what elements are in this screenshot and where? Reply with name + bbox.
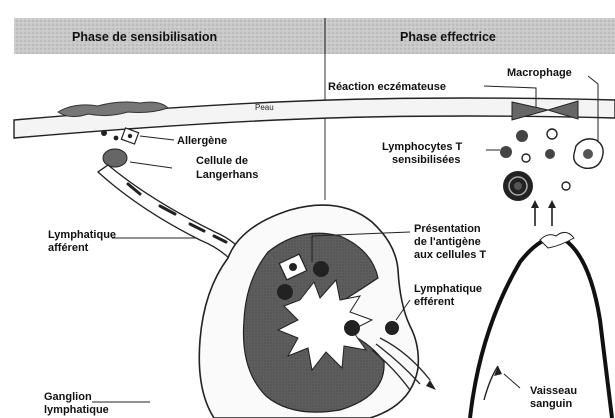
leader-vaisseau (504, 374, 520, 388)
ganglion-label-line2: lymphatique (44, 404, 109, 416)
allergen-dot (101, 130, 107, 136)
phase-sensibilisation-title: Phase de sensibilisation (72, 30, 217, 44)
reaction-label: Réaction eczémateuse (328, 81, 446, 93)
apc-nucleus (289, 263, 297, 271)
leader-allergene (140, 136, 174, 140)
t-cell-node (277, 284, 293, 300)
migration-arrow-head (531, 200, 539, 208)
langerhans-cell (103, 149, 127, 167)
sensitized-t-cell (547, 129, 557, 139)
sensitized-t-cell (500, 146, 512, 158)
leader-langerhans (130, 162, 172, 168)
presentation-label-line3: aux cellules T (414, 249, 486, 261)
lymph-eff-label-line1: Lymphatique (414, 283, 482, 295)
lymph-aff-label-line2: afférent (48, 242, 89, 254)
t-cell-efferent (385, 321, 399, 335)
vaisseau-label-line1: Vaisseau (530, 385, 577, 397)
allergene-label: Allergène (177, 135, 227, 147)
vaisseau-label-line2: sanguin (530, 398, 572, 410)
t-cell-node (313, 261, 329, 277)
allergen-dot (114, 136, 119, 141)
t-cell-node (344, 320, 360, 336)
langerhans-label-line1: Cellule de (196, 155, 248, 167)
lymph-aff-label-line1: Lymphatique (48, 229, 116, 241)
presentation-label-line1: Présentation (414, 223, 481, 235)
presentation-label-line2: de l'antigène (414, 236, 481, 248)
lympho-t-label-line1: Lymphocytes T (382, 141, 463, 153)
sensitized-t-cell (545, 149, 555, 159)
phase-effectrice-title: Phase effectrice (400, 30, 496, 44)
allergen-dot (128, 134, 132, 138)
sensitized-t-cell (516, 130, 528, 142)
macrophage-nucleus (583, 149, 593, 159)
migration-arrow-head (548, 200, 556, 208)
ganglion-label-line1: Ganglion (44, 391, 92, 403)
upward-arrow (484, 366, 498, 400)
sensitized-t-cell (562, 182, 570, 190)
efferent-arrow (426, 380, 436, 390)
macrophage-label: Macrophage (507, 67, 572, 79)
lympho-t-label-line2: sensibilisées (392, 154, 461, 166)
sensitized-t-cell (522, 154, 530, 162)
large-t-cell-nucleus (514, 182, 522, 190)
langerhans-label-line2: Langerhans (196, 169, 258, 181)
lymph-eff-label-line2: efférent (414, 296, 455, 308)
peau-label: Peau (255, 103, 274, 112)
